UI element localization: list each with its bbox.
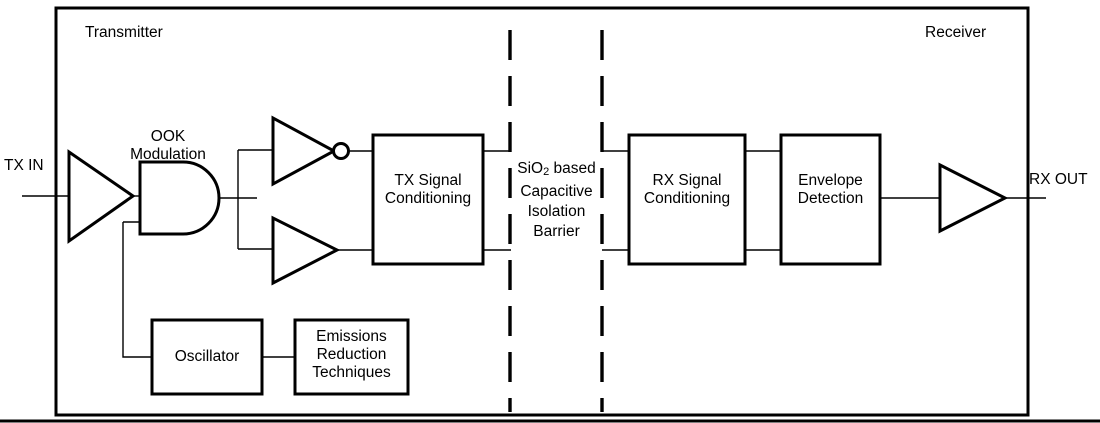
barrier-subscript: 2 bbox=[543, 166, 550, 178]
oscillator-block bbox=[150, 318, 264, 396]
buffer-gate-shape bbox=[271, 215, 341, 286]
emissions-line2: Reduction bbox=[316, 346, 387, 363]
tx-signal-conditioning-block bbox=[371, 133, 485, 266]
envelope-detection-label: Envelope Detection bbox=[781, 172, 880, 208]
ook-annotation-line1: OOK bbox=[150, 128, 186, 145]
emissions-reduction-block bbox=[293, 318, 410, 396]
and-gate-shape bbox=[138, 160, 221, 236]
barrier-line4: Barrier bbox=[533, 223, 580, 240]
ook-modulation-annotation: OOK Modulation bbox=[108, 128, 228, 164]
envelope-detection-block bbox=[779, 133, 882, 266]
device-outline bbox=[54, 6, 1030, 417]
input-buffer-amplifier-shape bbox=[67, 149, 136, 244]
isolation-barrier-label: SiO2 based Capacitive Isolation Barrier bbox=[505, 159, 608, 242]
barrier-line1-suffix: based bbox=[549, 160, 596, 177]
tx-cond-line1: TX Signal bbox=[394, 172, 462, 189]
output-buffer-amplifier-shape bbox=[938, 162, 1009, 234]
tx-cond-line2: Conditioning bbox=[384, 190, 472, 207]
barrier-line2: Capacitive bbox=[520, 183, 593, 200]
envelope-line1: Envelope bbox=[798, 172, 863, 189]
emissions-line3: Techniques bbox=[312, 364, 391, 381]
rx-signal-conditioning-block bbox=[627, 133, 747, 266]
envelope-line2: Detection bbox=[797, 190, 864, 207]
oscillator-label: Oscillator bbox=[174, 348, 240, 365]
rx-cond-line1: RX Signal bbox=[652, 172, 722, 189]
rx-cond-line2: Conditioning bbox=[643, 190, 731, 207]
emissions-reduction-label: Emissions Reduction Techniques bbox=[295, 328, 408, 382]
tx-in-port-label: TX IN bbox=[4, 157, 44, 174]
emissions-line1: Emissions bbox=[316, 328, 387, 345]
section-label-receiver: Receiver bbox=[925, 24, 987, 41]
section-label-transmitter: Transmitter bbox=[85, 24, 163, 41]
tx-signal-conditioning-label: TX Signal Conditioning bbox=[373, 172, 483, 208]
barrier-line3: Isolation bbox=[527, 203, 586, 220]
inverter-gate-shape bbox=[271, 115, 338, 187]
ook-annotation-line2: Modulation bbox=[130, 146, 206, 163]
rx-out-port-label: RX OUT bbox=[1029, 171, 1088, 188]
inverter-bubble-icon bbox=[332, 142, 350, 160]
rx-signal-conditioning-label: RX Signal Conditioning bbox=[629, 172, 745, 208]
barrier-line1-prefix: SiO bbox=[517, 160, 544, 177]
and-gate-feedback-path bbox=[122, 222, 152, 358]
